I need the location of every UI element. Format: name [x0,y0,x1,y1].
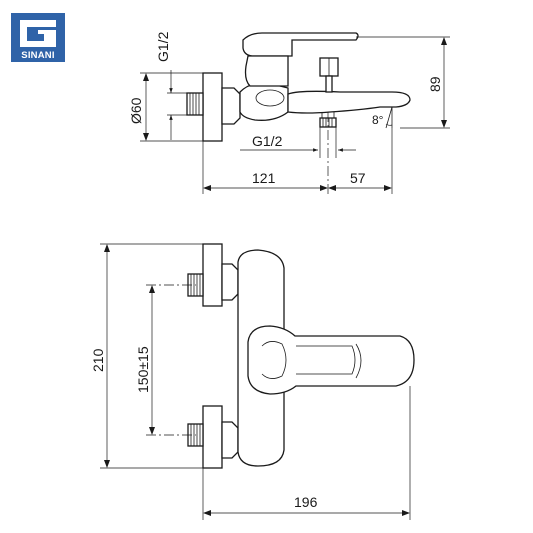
thread-top-label: G1/2 [155,31,171,62]
lever-handle-side [242,32,359,57]
inlet-thread-side [186,92,204,116]
length-right-label: 57 [350,170,366,186]
side-view: 8° G1/2 Ø60 89 G1/2 [128,31,450,194]
center-distance-label: 150±15 [135,346,151,393]
lever-handle-front [247,325,415,395]
eccentric-nut [221,87,241,125]
bottom-flange [202,405,223,469]
brand-name: SINANI [21,50,54,61]
brand-logo: SINANI [11,13,65,62]
angle-label: 8° [372,113,384,127]
spout-side [287,90,411,114]
length-left-label: 121 [252,170,276,186]
width-total-label: 196 [294,494,318,510]
height-label: 89 [427,76,443,92]
diameter-label: Ø60 [128,97,144,124]
wall-flange [202,72,223,142]
thread-bottom-label: G1/2 [252,133,283,149]
mixer-body-side [239,82,289,121]
height-total-label: 210 [90,348,106,372]
top-flange [202,243,223,307]
front-view: 210 150±15 196 [90,243,415,520]
diverter-knob-side [319,57,339,93]
